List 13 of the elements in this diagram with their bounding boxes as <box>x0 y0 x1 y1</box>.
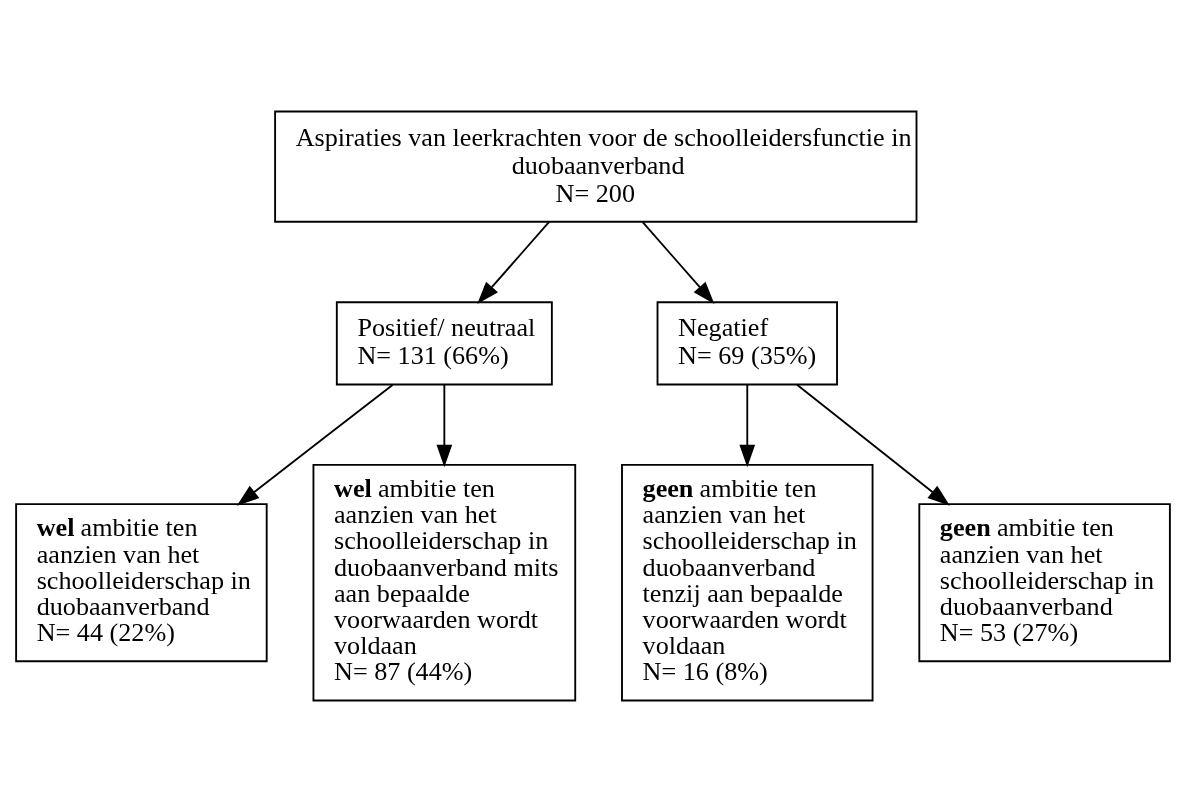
node-box: Negatief N= 69 (35%) <box>656 301 838 386</box>
node-box: Positief/ neutraal N= 131 (66%) <box>335 301 553 386</box>
node-box: Aspiraties van leerkrachten voor de schoolleidersfunctie in duobaanverband N= 200 <box>274 110 918 223</box>
arrow <box>477 220 551 304</box>
node-box: geen ambitie ten aanzien van het schoolleiderschap in duobaanverband tenzij aan bepaalde voorwaarden wordt voldaan N= 16 (8%) <box>621 463 874 702</box>
node-box: wel ambitie ten aanzien van het schoolleiderschap in duobaanverband N= 44 (22%) <box>15 503 268 663</box>
node-box: geen ambitie ten aanzien van het schoolleiderschap in duobaanverband N= 53 (27%) <box>918 503 1171 663</box>
arrow <box>436 383 453 468</box>
arrow <box>641 220 715 304</box>
arrow <box>796 383 950 506</box>
node-box: wel ambitie ten aanzien van het schoolleiderschap in duobaanverband mits aan bepaalde voorwaarden wordt voldaan N= 87 (44%) <box>312 463 577 702</box>
arrow <box>739 383 756 468</box>
arrow <box>236 384 394 506</box>
